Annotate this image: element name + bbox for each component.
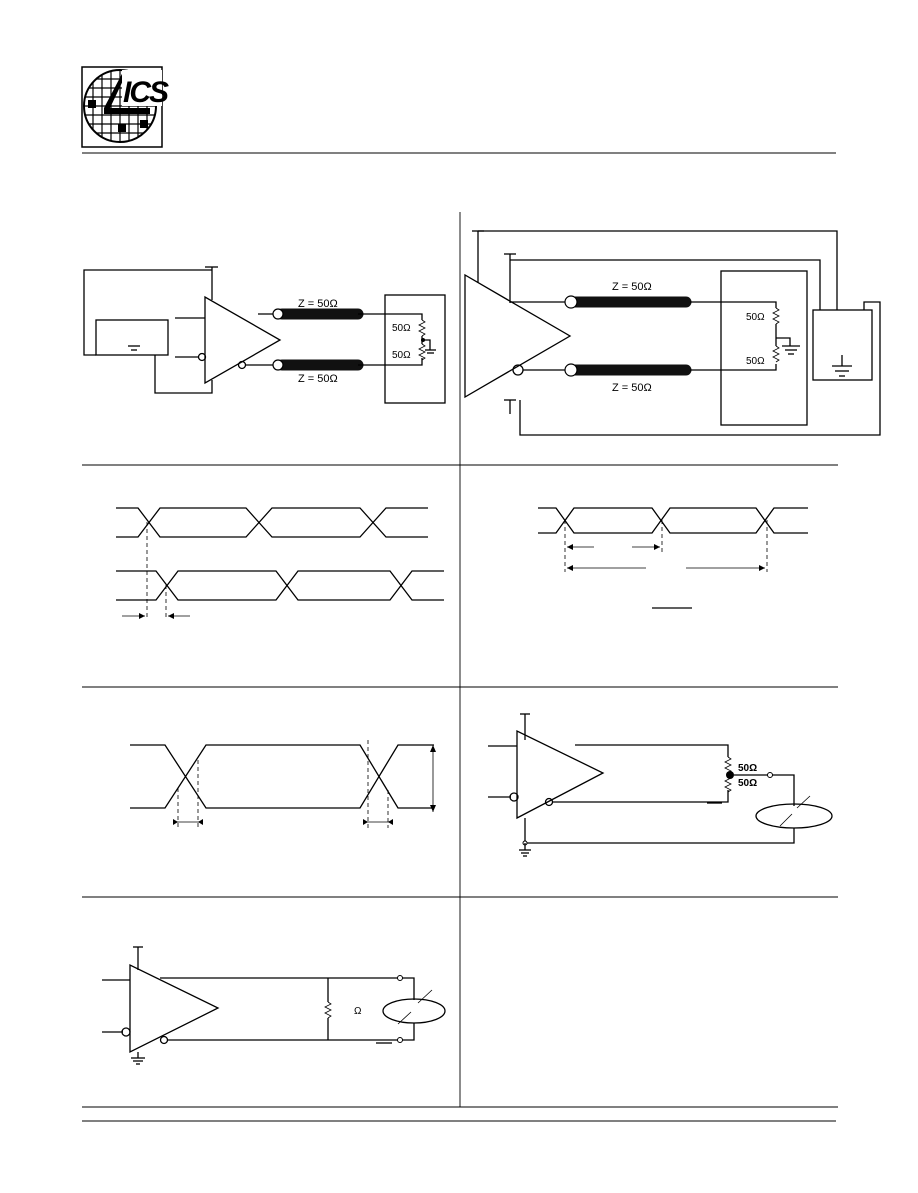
fig7-resistor-label: Ω (354, 1006, 362, 1017)
fig2-resistor-1-label: 50Ω (746, 312, 765, 323)
fig2-impedance-bottom: Z = 50Ω (612, 382, 652, 394)
logo-text: ICS (123, 76, 169, 109)
buffer-triangle (464, 273, 572, 399)
figure-5-rise-fall-timing (130, 740, 436, 828)
fig1-resistor-2-label: 50Ω (392, 350, 411, 361)
figure-4-period-timing (538, 507, 808, 609)
buffer-triangle (516, 729, 605, 820)
fig1-impedance-top: Z = 50Ω (298, 298, 338, 310)
fig6-resistor-1-label: 50Ω (738, 763, 757, 774)
figure-7-test-circuit: Ω (102, 946, 446, 1065)
figure-3-skew-timing (116, 507, 444, 620)
buffer-triangle (204, 295, 282, 385)
figure-1-lvds-termination: Z = 50Ω Z = 50Ω 50Ω 50Ω (83, 266, 446, 404)
figure-6-test-circuit: 50Ω 50Ω (488, 713, 833, 857)
fig2-impedance-top: Z = 50Ω (612, 281, 652, 293)
fig1-impedance-bottom: Z = 50Ω (298, 373, 338, 385)
ics-logo: ICS (81, 66, 171, 148)
fig1-resistor-1-label: 50Ω (392, 323, 411, 334)
fig2-resistor-2-label: 50Ω (746, 356, 765, 367)
fig6-resistor-2-label: 50Ω (738, 778, 757, 789)
figure-2-lvds-termination: Z = 50Ω Z = 50Ω 50Ω 50Ω (464, 230, 881, 436)
buffer-triangle (129, 963, 220, 1054)
figure-grid (82, 212, 838, 1108)
